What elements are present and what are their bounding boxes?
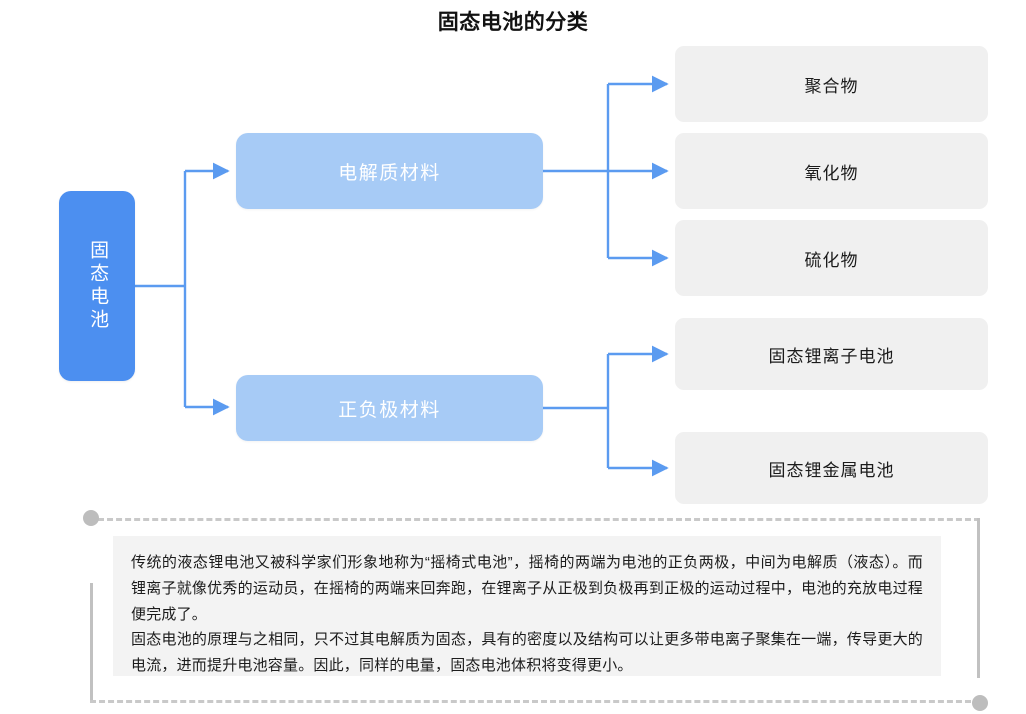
note-frame: 传统的液态锂电池又被科学家们形象地称为“摇椅式电池”，摇椅的两端为电池的正负两极… — [83, 510, 988, 711]
node-leaf-solid-li-ion-battery[interactable]: 固态锂离子电池 — [675, 318, 988, 390]
node-branch-electrode-material[interactable]: 正负极材料 — [236, 375, 543, 441]
node-root-solid-state-battery[interactable]: 固态电池 — [59, 191, 135, 381]
note-paragraph-1: 传统的液态锂电池又被科学家们形象地称为“摇椅式电池”，摇椅的两端为电池的正负两极… — [131, 554, 923, 623]
connector-root-trunk — [135, 162, 230, 416]
page-title: 固态电池的分类 — [437, 11, 589, 34]
frame-bottom-dashed-edge — [90, 700, 980, 703]
note-panel: 传统的液态锂电池又被科学家们形象地称为“摇椅式电池”，摇椅的两端为电池的正负两极… — [113, 536, 941, 676]
node-branch-electrolyte-material[interactable]: 电解质材料 — [236, 133, 543, 209]
frame-left-edge — [90, 583, 93, 703]
frame-corner-dot-top-left — [83, 510, 99, 526]
frame-right-edge — [977, 518, 980, 678]
connector-branch-0 — [543, 75, 669, 267]
node-leaf-polymer[interactable]: 聚合物 — [675, 46, 988, 122]
note-paragraph-2: 固态电池的原理与之相同，只不过其电解质为固态，具有的密度以及结构可以让更多带电离… — [131, 631, 923, 675]
frame-corner-dot-bottom-right — [972, 695, 988, 711]
node-leaf-oxide[interactable]: 氧化物 — [675, 133, 988, 209]
node-leaf-solid-li-metal-battery[interactable]: 固态锂金属电池 — [675, 432, 988, 504]
frame-top-dashed-edge — [98, 518, 980, 521]
connector-branch-1 — [543, 345, 669, 477]
node-leaf-sulfide[interactable]: 硫化物 — [675, 220, 988, 296]
